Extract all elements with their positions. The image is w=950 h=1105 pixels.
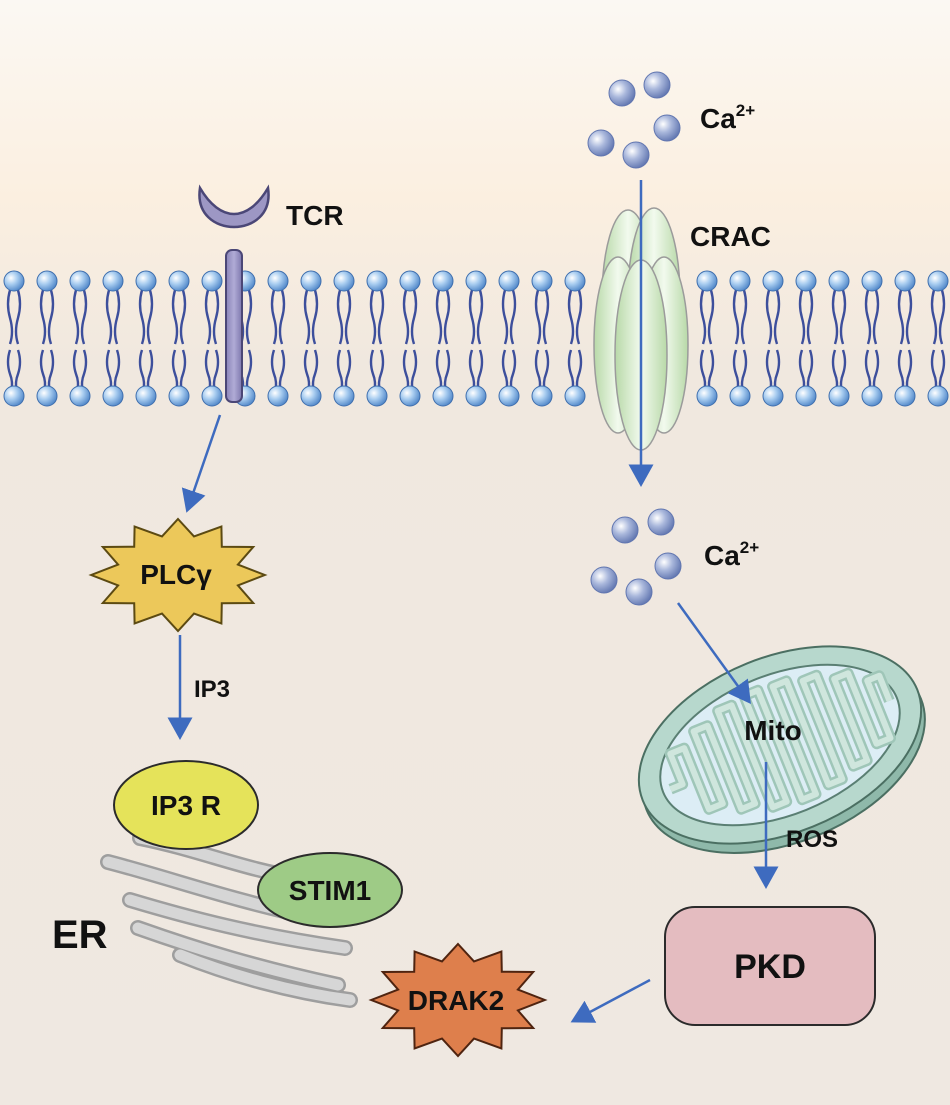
calcium-ion bbox=[653, 114, 681, 142]
lipid bbox=[894, 270, 916, 407]
drak2-node bbox=[368, 942, 548, 1058]
mitochondrion bbox=[637, 645, 926, 854]
lipid bbox=[531, 270, 553, 407]
lipid bbox=[267, 270, 289, 407]
lipid bbox=[465, 270, 487, 407]
calcium-label-extracellular: Ca2+ bbox=[700, 101, 755, 134]
pkd-node bbox=[664, 906, 876, 1026]
calcium-ion bbox=[654, 552, 682, 580]
lipid bbox=[333, 270, 355, 407]
calcium-ion bbox=[587, 129, 615, 157]
calcium-ion bbox=[590, 566, 618, 594]
lipid bbox=[399, 270, 421, 407]
drak2-label: DRAK2 bbox=[408, 985, 504, 1016]
ip3-label: IP3 bbox=[194, 676, 230, 703]
lipid bbox=[729, 270, 751, 407]
lipid bbox=[432, 270, 454, 407]
stim1-node bbox=[257, 852, 403, 928]
arrow-tcr-to-plcg bbox=[181, 414, 222, 513]
lipid bbox=[498, 270, 520, 407]
lipid bbox=[366, 270, 388, 407]
calcium-ion bbox=[643, 71, 671, 99]
lipid bbox=[564, 270, 586, 407]
lipid bbox=[795, 270, 817, 407]
tcr-label: TCR bbox=[286, 200, 344, 231]
lipid bbox=[762, 270, 784, 407]
plcg-label: PLCγ bbox=[140, 559, 212, 590]
lipid bbox=[696, 270, 718, 407]
pkd-label: PKD bbox=[734, 948, 806, 986]
lipid bbox=[861, 270, 883, 407]
lipid bbox=[300, 270, 322, 407]
lipid bbox=[3, 270, 25, 407]
stim1-label: STIM1 bbox=[289, 875, 371, 906]
mito-label: Mito bbox=[744, 715, 802, 746]
lipid bbox=[927, 270, 949, 407]
lipid bbox=[36, 270, 58, 407]
ip3r-label: IP3 R bbox=[151, 790, 221, 821]
tcr-receptor bbox=[198, 184, 270, 403]
arrow-pkd-to-drak2 bbox=[570, 978, 651, 1023]
lipid bbox=[201, 270, 223, 407]
ros-label: ROS bbox=[786, 826, 838, 853]
calcium-ion bbox=[625, 578, 653, 606]
lipid bbox=[69, 270, 91, 407]
lipid bbox=[135, 270, 157, 407]
plcg-node bbox=[88, 517, 268, 633]
crac-label: CRAC bbox=[690, 221, 771, 252]
er-label: ER bbox=[52, 913, 108, 957]
calcium-ions-extracellular bbox=[587, 71, 681, 169]
arrow-calcium-to-mito bbox=[676, 602, 751, 705]
calcium-label-cytosolic: Ca2+ bbox=[704, 538, 759, 571]
calcium-ion bbox=[647, 508, 675, 536]
cell-membrane bbox=[3, 270, 949, 407]
calcium-ions-cytosolic bbox=[590, 508, 682, 606]
lipid bbox=[828, 270, 850, 407]
calcium-ion bbox=[611, 516, 639, 544]
lipid bbox=[102, 270, 124, 407]
lipid bbox=[168, 270, 190, 407]
calcium-ion bbox=[608, 79, 636, 107]
ip3r-node bbox=[113, 760, 259, 850]
calcium-ion bbox=[622, 141, 650, 169]
